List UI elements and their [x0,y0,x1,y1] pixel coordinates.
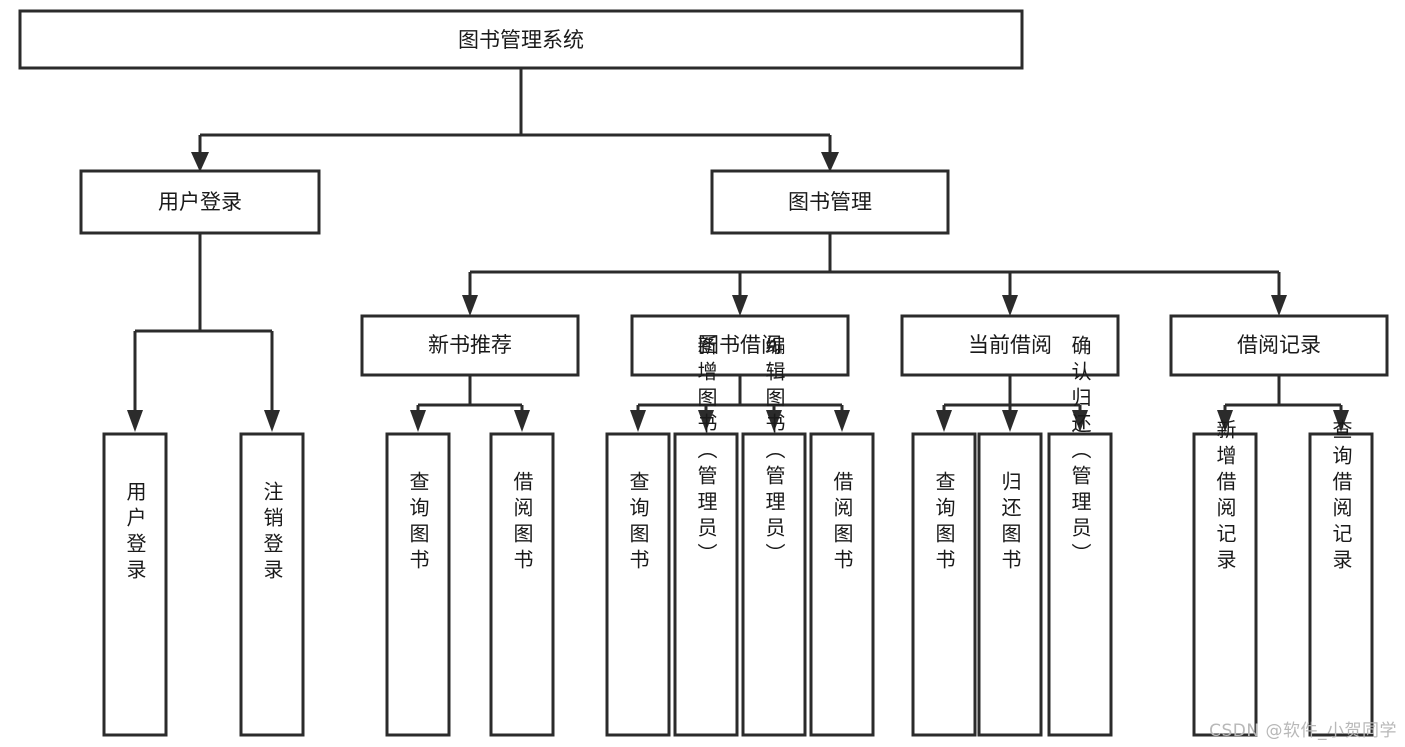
node-leaf-borrow-book-2[interactable]: 借阅图书 [809,432,875,737]
node-new-book-rec-label: 新书推荐 [428,333,512,357]
node-borrow-record-box[interactable] [1169,314,1389,377]
node-leaf-return-book[interactable]: 归还图书 [977,432,1043,737]
node-leaf-logout-box[interactable] [239,432,305,737]
arrow-head-leaf-logout [264,410,280,432]
arrow-head-leaf-confirm-return [1072,410,1088,432]
node-book-borrow[interactable]: 图书借阅 [630,314,850,377]
node-borrow-record-label: 借阅记录 [1237,333,1321,357]
node-root[interactable]: 图书管理系统 [18,9,1024,70]
node-leaf-user-login-label: 用户登录 [123,481,147,585]
node-leaf-edit-book-label: 编辑图书（管理员） [762,335,786,569]
node-leaf-confirm-return[interactable]: 确认归还（管理员） [1047,335,1113,737]
arrow-head-book-manage [821,152,839,172]
node-leaf-query-book-2-box[interactable] [605,432,671,737]
node-book-manage-label: 图书管理 [788,190,872,214]
arrow-head-leaf-add-record [1217,410,1233,432]
node-leaf-return-book-box[interactable] [977,432,1043,737]
node-leaf-borrow-book-1-label: 借阅图书 [510,471,534,575]
node-leaf-query-record[interactable]: 查询借阅记录 [1308,419,1374,737]
node-book-borrow-box[interactable] [630,314,850,377]
node-leaf-query-book-3-label: 查询图书 [932,471,956,575]
arrow-head-current-borrow [1002,295,1018,316]
node-leaf-query-book-3-box[interactable] [911,432,977,737]
node-current-borrow-label: 当前借阅 [968,333,1052,357]
csdn-watermark: CSDN @软件_小贺同学 [1209,721,1397,741]
node-book-borrow-label: 图书借阅 [698,333,782,357]
node-leaf-add-book[interactable]: 新增图书（管理员） [673,335,739,737]
node-new-book-rec-box[interactable] [360,314,580,377]
node-leaf-query-book-2-label: 查询图书 [626,471,650,575]
node-leaf-user-login[interactable]: 用户登录 [102,432,168,737]
node-leaf-borrow-book-2-box[interactable] [809,432,875,737]
node-book-manage[interactable]: 图书管理 [710,169,950,235]
arrow-head-leaf-query-book-3 [936,410,952,432]
node-book-manage-box[interactable] [710,169,950,235]
arrow-head-leaf-query-book-1 [410,410,426,432]
node-leaf-user-login-box[interactable] [102,432,168,737]
connector-group [127,68,1349,432]
arrow-head-leaf-borrow-book-1 [514,410,530,432]
arrow-head-borrow-record [1271,295,1287,316]
node-leaf-logout-label: 注销登录 [260,481,284,585]
node-leaf-add-book-box[interactable] [673,432,739,737]
node-borrow-record[interactable]: 借阅记录 [1169,314,1389,377]
node-new-book-rec[interactable]: 新书推荐 [360,314,580,377]
node-leaf-query-book-1-label: 查询图书 [406,471,430,575]
node-leaf-return-book-label: 归还图书 [998,471,1022,575]
node-leaf-query-book-1[interactable]: 查询图书 [385,432,451,737]
node-user-login-box[interactable] [79,169,321,235]
node-leaf-borrow-book-1[interactable]: 借阅图书 [489,432,555,737]
node-leaf-add-record[interactable]: 新增借阅记录 [1192,419,1258,737]
node-leaf-query-record-label: 查询借阅记录 [1329,419,1353,575]
node-root-box[interactable] [18,9,1024,70]
arrow-head-user-login [191,152,209,172]
node-leaf-logout[interactable]: 注销登录 [239,432,305,737]
node-user-login-label: 用户登录 [158,190,242,214]
arrow-head-book-borrow [732,295,748,316]
node-leaf-confirm-return-box[interactable] [1047,432,1113,737]
node-leaf-add-book-label: 新增图书（管理员） [694,335,718,569]
arrow-head-leaf-return-book [1002,410,1018,432]
node-root-label: 图书管理系统 [458,28,584,52]
arrow-head-leaf-borrow-book-2 [834,410,850,432]
arrow-head-leaf-edit-book [766,410,782,432]
node-leaf-query-book-1-box[interactable] [385,432,451,737]
node-user-login[interactable]: 用户登录 [79,169,321,235]
node-leaf-add-record-box[interactable] [1192,432,1258,737]
node-leaf-borrow-book-1-box[interactable] [489,432,555,737]
arrow-head-leaf-query-book-2 [630,410,646,432]
node-leaf-borrow-book-2-label: 借阅图书 [830,471,854,575]
node-leaf-query-record-box[interactable] [1308,432,1374,737]
node-current-borrow[interactable]: 当前借阅 [900,314,1120,377]
node-leaf-edit-book-box[interactable] [741,432,807,737]
arrow-head-leaf-add-book [698,410,714,432]
node-leaf-query-book-3[interactable]: 查询图书 [911,432,977,737]
node-leaf-confirm-return-label: 确认归还（管理员） [1068,335,1092,569]
node-leaf-edit-book[interactable]: 编辑图书（管理员） [741,335,807,737]
node-current-borrow-box[interactable] [900,314,1120,377]
arrow-head-leaf-query-record [1333,410,1349,432]
node-leaf-add-record-label: 新增借阅记录 [1213,419,1237,575]
arrow-head-new-book-rec [462,295,478,316]
node-leaf-query-book-2[interactable]: 查询图书 [605,432,671,737]
arrow-head-leaf-user-login [127,410,143,432]
